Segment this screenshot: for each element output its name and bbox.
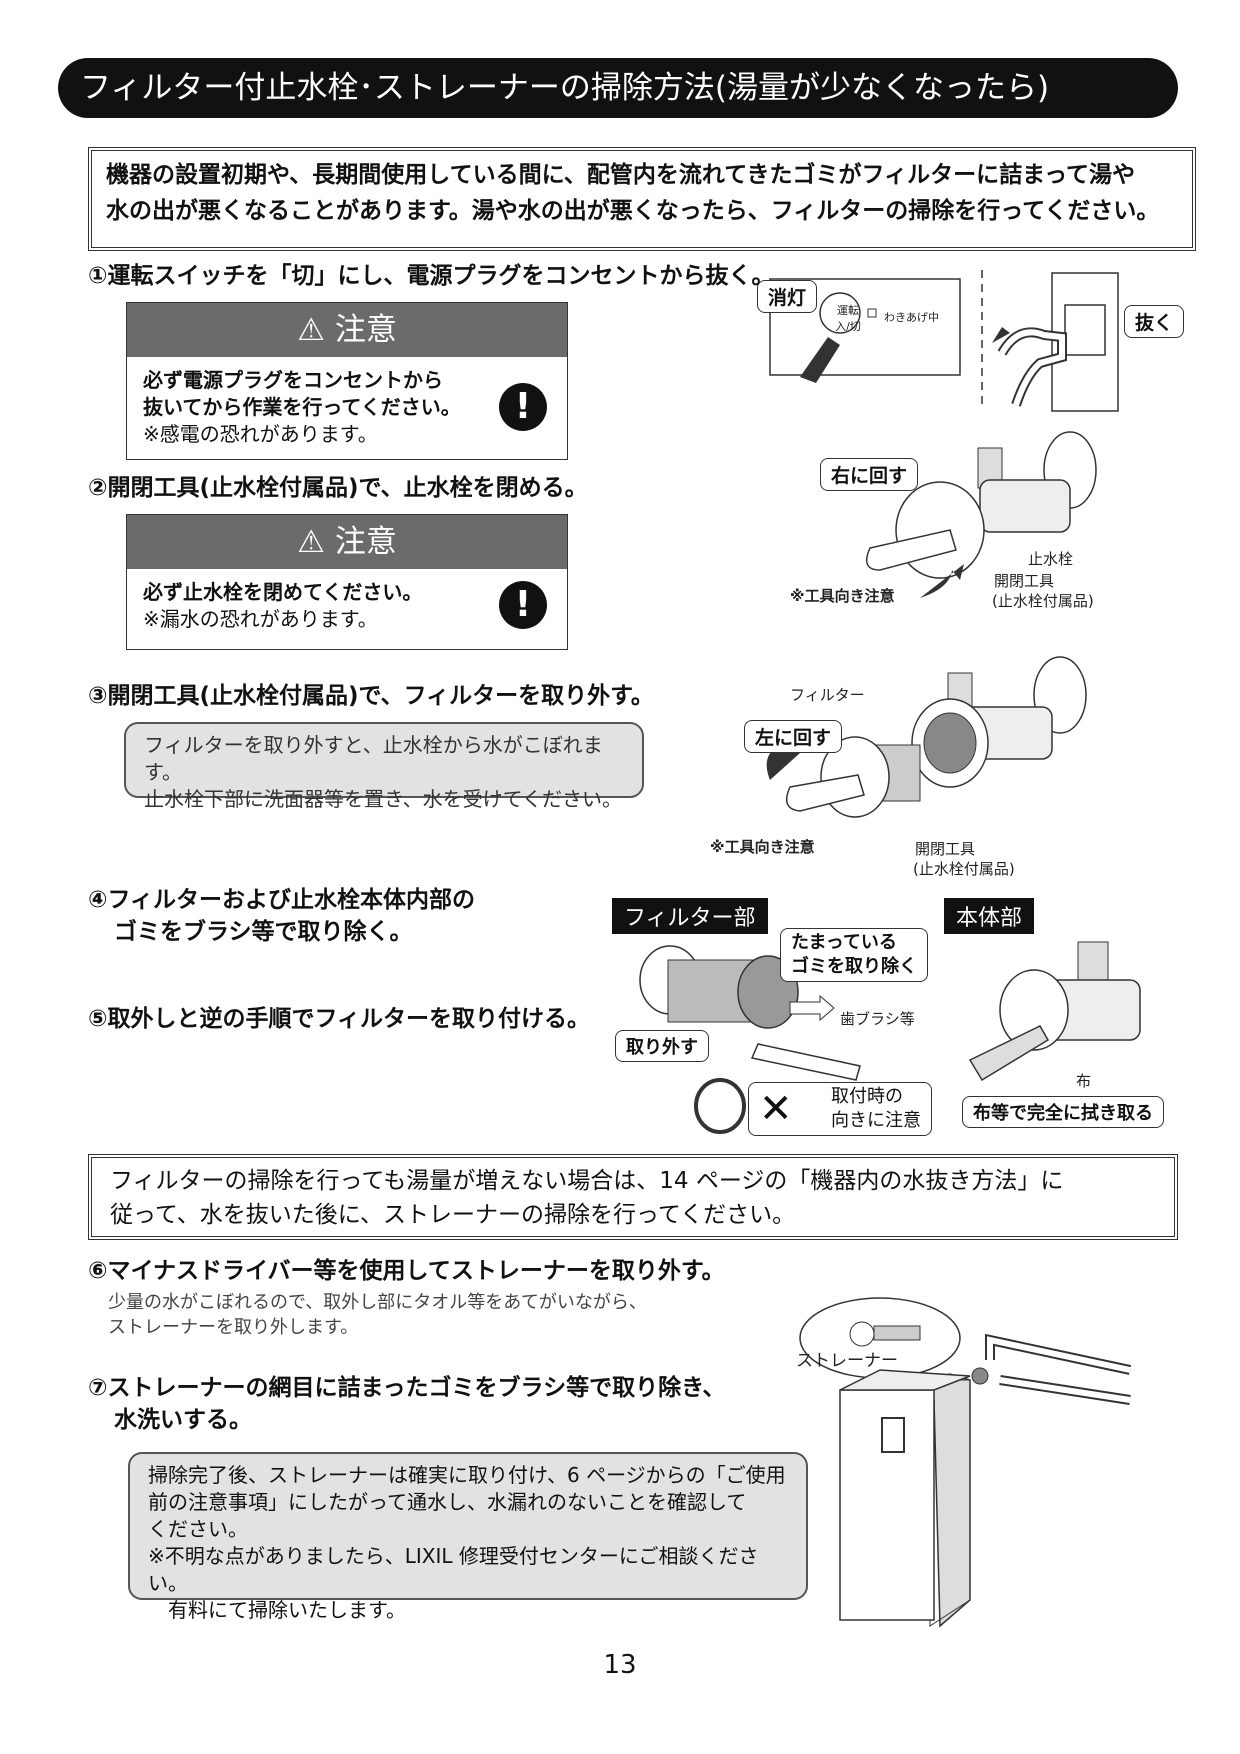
label-tool-direction-2: ※工具向き注意: [710, 838, 815, 856]
caution-header-2: ⚠ 注意: [127, 515, 567, 569]
final-note-line-1: 掃除完了後、ストレーナーは確実に取り付け、6 ページからの「ご使用: [148, 1463, 786, 1487]
label-turn-right: 右に回す: [820, 458, 919, 491]
final-note-box: 掃除完了後、ストレーナーは確実に取り付け、6 ページからの「ご使用 前の注意事項…: [128, 1452, 808, 1622]
step-6-note: 少量の水がこぼれるので、取外し部にタオル等をあてがいながら、 ストレーナーを取り…: [108, 1290, 647, 1340]
caution-heading-1: 注意: [334, 312, 397, 348]
remove-dirt-line-1: たまっている: [791, 932, 897, 953]
step-7: ⑦ストレーナーの網目に詰まったゴミをブラシ等で取り除き、 水洗いする。: [88, 1372, 725, 1436]
label-strainer: ストレーナー: [796, 1351, 898, 1371]
figure-water-heater: [799, 1297, 1132, 1628]
caution1-line-1: 必ず電源プラグをコンセントから: [143, 368, 443, 392]
step-6-note-line-1: 少量の水がこぼれるので、取外し部にタオル等をあてがいながら、: [108, 1292, 647, 1313]
caution-box-2: ⚠ 注意 必ず止水栓を閉めてください。 ※漏水の恐れがあります。 !: [126, 514, 568, 650]
label-filter: フィルター: [790, 686, 865, 704]
figure-switch-outlet: [769, 270, 1119, 412]
tag-filter-part: フィルター部: [612, 898, 768, 934]
remove-dirt-line-2: ゴミを取り除く: [791, 956, 917, 977]
final-note-line-4: ※不明な点がありましたら、LIXIL 修理受付センターにご相談ください。: [148, 1544, 759, 1595]
notice-line-2: 従って、水を抜いた後に、ストレーナーの掃除を行ってください。: [110, 1202, 796, 1228]
step-4-line-1: ④フィルターおよび止水栓本体内部の: [88, 887, 476, 913]
label-turn-left: 左に回す: [744, 720, 843, 753]
label-tool-direction: ※工具向き注意: [790, 587, 895, 605]
strainer-notice-box: フィルターの掃除を行っても湯量が増えない場合は、14 ページの「機器内の水抜き方…: [88, 1154, 1178, 1240]
exclamation-icon: !: [499, 581, 547, 629]
label-tool-note-2: (止水栓付属品): [913, 860, 1015, 878]
caution2-line-1: 必ず止水栓を閉めてください。: [143, 580, 423, 604]
step-4: ④フィルターおよび止水栓本体内部の ゴミをブラシ等で取り除く。: [88, 884, 475, 948]
step-1: ①運転スイッチを「切」にし、電源プラグをコンセントから抜く。: [88, 263, 775, 289]
warning-triangle-icon: ⚠: [297, 312, 325, 348]
label-tool: 開閉工具: [994, 572, 1055, 590]
exclamation-icon: !: [499, 382, 547, 431]
note-filter-water: フィルターを取り外すと、止水栓から水がこぼれます。 止水栓下部に洗面器等を置き、…: [124, 722, 644, 811]
attach-line-2: 向きに注意: [831, 1110, 921, 1131]
final-note-line-5: 有料にて掃除いたします。: [168, 1598, 406, 1622]
figure-valve-close: [865, 431, 1097, 598]
step-6-note-line-2: ストレーナーを取り外します。: [108, 1317, 359, 1338]
label-remove: 取り外す: [615, 1030, 709, 1062]
caution-box-1: ⚠ 注意 必ず電源プラグをコンセントから 抜いてから作業を行ってください。 ※感…: [126, 302, 568, 460]
step-7-line-1: ⑦ストレーナーの網目に詰まったゴミをブラシ等で取り除き、: [88, 1375, 726, 1401]
label-attach-direction: ✕ 取付時の 向きに注意: [748, 1082, 932, 1136]
caution1-line-2: 抜いてから作業を行ってください。: [143, 395, 461, 419]
label-cloth: 布: [1076, 1072, 1092, 1090]
note3-line-2: 止水栓下部に洗面器等を置き、水を受けてください。: [144, 787, 622, 811]
label-light-off: 消灯: [757, 280, 818, 313]
intro-box: 機器の設置初期や、長期間使用している間に、配管内を流れてきたゴミがフィルターに詰…: [88, 147, 1196, 251]
step-3: ③開閉工具(止水栓付属品)で、フィルターを取り外す。: [88, 683, 654, 709]
step-6: ⑥マイナスドライバー等を使用してストレーナーを取り外す。: [88, 1258, 725, 1284]
warning-triangle-icon: ⚠: [297, 524, 325, 560]
step-2: ②開閉工具(止水栓付属品)で、止水栓を閉める。: [88, 475, 588, 501]
caution1-line-3: ※感電の恐れがあります。: [143, 422, 378, 446]
intro-line-1: 機器の設置初期や、長期間使用している間に、配管内を流れてきたゴミがフィルターに詰…: [106, 162, 1136, 188]
step-5: ⑤取外しと逆の手順でフィルターを取り付ける。: [88, 1006, 591, 1032]
label-unplug: 抜く: [1124, 305, 1185, 338]
page-number: 13: [603, 1650, 637, 1680]
label-toothbrush: 歯ブラシ等: [840, 1010, 915, 1028]
label-valve: 止水栓: [1028, 550, 1074, 568]
tag-body-part: 本体部: [944, 898, 1035, 934]
final-note-line-2: 前の注意事項」にしたがって通水し、水漏れのないことを確認して: [148, 1490, 747, 1514]
caution2-line-2: ※漏水の恐れがあります。: [143, 607, 378, 631]
attach-line-1: 取付時の: [831, 1086, 903, 1107]
label-tool-note: (止水栓付属品): [992, 592, 1094, 610]
caution-heading-2: 注意: [334, 524, 397, 560]
label-switch: 運転 入/切: [835, 304, 861, 333]
label-remove-dirt: たまっている ゴミを取り除く: [780, 928, 928, 982]
final-note-line-3: ください。: [148, 1517, 248, 1541]
label-wipe: 布等で完全に拭き取る: [962, 1096, 1164, 1128]
page-title: フィルター付止水栓･ストレーナーの掃除方法(湯量が少なくなったら): [58, 58, 1178, 118]
label-tool-2: 開閉工具: [915, 840, 976, 858]
notice-line-1: フィルターの掃除を行っても湯量が増えない場合は、14 ページの「機器内の水抜き方…: [110, 1168, 1064, 1194]
step-7-line-2: 水洗いする。: [114, 1407, 252, 1433]
note3-line-1: フィルターを取り外すと、止水栓から水がこぼれます。: [144, 733, 603, 784]
figure-cleaning: [639, 941, 1141, 1134]
intro-line-2: 水の出が悪くなることがあります。湯や水の出が悪くなったら、フィルターの掃除を行っ…: [106, 198, 1160, 224]
step-4-line-2: ゴミをブラシ等で取り除く。: [114, 919, 413, 945]
cross-mark-icon: ✕: [759, 1086, 793, 1132]
label-heating: わきあげ中: [884, 311, 939, 324]
caution-header-1: ⚠ 注意: [127, 303, 567, 357]
figure-filter-remove: [766, 656, 1087, 818]
